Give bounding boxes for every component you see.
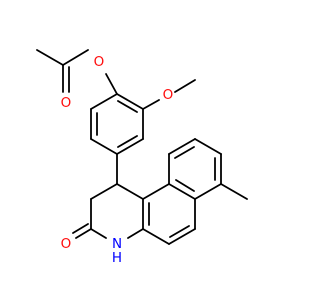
bond-ring-methoxy-o	[142, 99, 160, 110]
bond-naph-mid-inner-2	[169, 225, 190, 238]
bond-naph-top-inner-3	[175, 179, 195, 192]
bond-ring-a-inner-1	[117, 100, 138, 113]
bond-naph-top-3	[194, 138, 222, 155]
bond-ring-a-4	[90, 138, 118, 155]
bond-lactam-carbonyl-b	[72, 223, 89, 234]
bond-naph-top-5	[194, 183, 222, 200]
bond-naph-low-1	[220, 183, 248, 200]
bond-ring-a-6	[90, 93, 118, 110]
atom-labels: O O O O N H	[61, 54, 174, 266]
bond-naph-mid-5	[142, 228, 170, 245]
atom-carbonyl-oxygen: O	[61, 95, 72, 111]
bond-naph-mid-2	[168, 183, 196, 200]
bond-lactam-6	[116, 183, 144, 200]
bond-ring-a-3	[116, 138, 144, 155]
atom-lactam-hydrogen: H	[112, 250, 122, 266]
bond-lactam-1	[90, 183, 118, 200]
bond-ester-o-ring	[105, 73, 118, 95]
bond-naph-mid-4	[168, 228, 196, 245]
bond-lactam-3	[90, 228, 107, 239]
bond-ring-a-inner-2	[117, 135, 138, 148]
bond-ring-a-1	[116, 93, 144, 110]
bond-naph-mid-1	[142, 183, 170, 200]
bond-lactam-4	[127, 228, 144, 239]
bond-methoxy-o-methyl	[174, 79, 196, 93]
bond-lactam-carbonyl-a	[75, 228, 92, 239]
bond-naph-top-inner-1	[174, 146, 195, 159]
atom-lactam-nitrogen: N	[112, 236, 122, 252]
bond-layer	[36, 49, 248, 245]
molecule-structure: O O O O N H	[36, 49, 248, 266]
bond-naph-top-2	[168, 138, 196, 155]
atom-ester-oxygen: O	[94, 54, 105, 70]
atom-methoxy-oxygen: O	[163, 87, 174, 103]
atom-lactam-oxygen: O	[61, 236, 72, 252]
bond-carbonyl-ester-o	[62, 49, 89, 66]
bond-methyl-carbonyl	[36, 49, 64, 66]
